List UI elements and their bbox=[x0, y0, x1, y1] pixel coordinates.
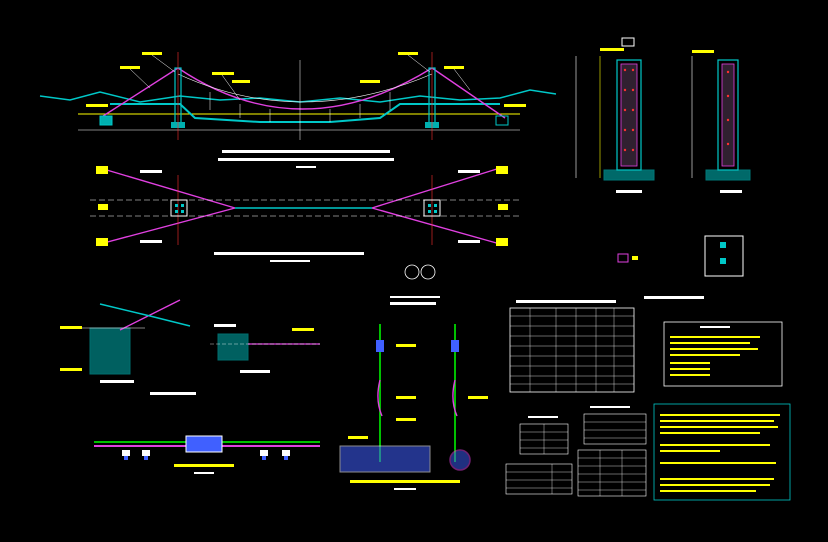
hanger-detail bbox=[339, 296, 488, 490]
anchor-plate-detail bbox=[704, 235, 744, 277]
cable-hanger-line bbox=[177, 73, 433, 103]
anchor-block-right bbox=[495, 115, 509, 126]
small-table-1 bbox=[519, 416, 569, 455]
specifications-box bbox=[653, 403, 791, 501]
small-table-2 bbox=[583, 406, 647, 445]
anchor-detail-2 bbox=[210, 324, 320, 373]
materials-table bbox=[509, 300, 635, 393]
anchor-block-left bbox=[99, 115, 113, 126]
elevation-view bbox=[39, 52, 557, 168]
tower-detail-side bbox=[691, 50, 751, 193]
plan-tower-left bbox=[170, 199, 188, 217]
anchor-detail bbox=[60, 299, 196, 395]
plan-view bbox=[90, 166, 520, 280]
small-table-3 bbox=[577, 449, 647, 497]
tower-detail-front bbox=[575, 37, 655, 193]
plan-tower-right bbox=[423, 199, 441, 217]
notes-box bbox=[663, 321, 783, 387]
pipe-clamp-detail bbox=[94, 435, 320, 474]
pipe-profile bbox=[110, 103, 500, 123]
small-table-4 bbox=[505, 463, 573, 495]
